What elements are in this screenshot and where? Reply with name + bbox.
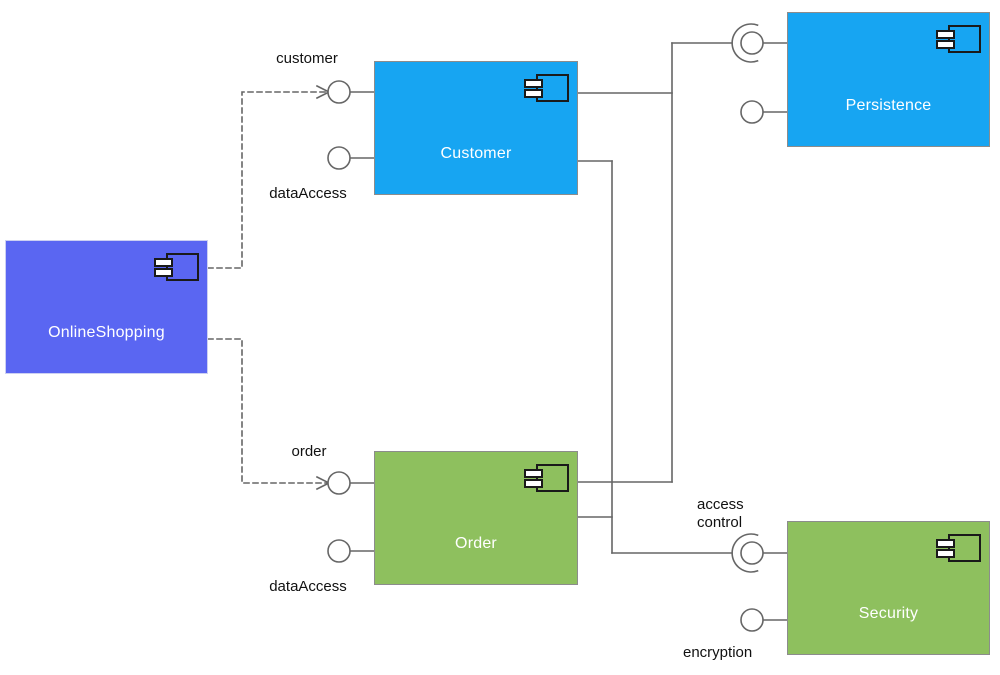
- component-customer-label: Customer: [440, 145, 512, 163]
- port-customer-icon[interactable]: [327, 80, 351, 104]
- component-icon: [936, 25, 981, 53]
- label-order-dataaccess: dataAccess: [269, 578, 347, 595]
- label-encryption: encryption: [683, 644, 753, 661]
- component-icon: [524, 74, 569, 102]
- component-security[interactable]: Security: [787, 521, 990, 655]
- ball-persistence-interface-icon[interactable]: [740, 100, 764, 124]
- component-order-label: Order: [455, 535, 497, 553]
- dependency-onlineshopping-order[interactable]: [207, 338, 329, 484]
- port-order-dataaccess-icon[interactable]: [327, 539, 351, 563]
- component-icon: [154, 253, 199, 281]
- component-persistence-label: Persistence: [845, 97, 932, 115]
- component-persistence[interactable]: Persistence: [787, 12, 990, 147]
- ball-persistence-icon[interactable]: [740, 31, 764, 55]
- component-icon: [524, 464, 569, 492]
- label-order-port: order: [291, 443, 327, 460]
- component-onlineshopping-label: OnlineShopping: [48, 324, 165, 342]
- label-access-control: access control: [697, 496, 744, 531]
- ball-access-control-icon[interactable]: [740, 541, 764, 565]
- ball-encryption-icon[interactable]: [740, 608, 764, 632]
- component-onlineshopping[interactable]: OnlineShopping: [5, 240, 208, 374]
- component-customer[interactable]: Customer: [374, 61, 578, 195]
- socket-access-control-icon[interactable]: [731, 533, 759, 573]
- label-customer-port: customer: [276, 50, 338, 67]
- port-order-icon[interactable]: [327, 471, 351, 495]
- socket-persistence-icon[interactable]: [731, 23, 759, 63]
- component-order[interactable]: Order: [374, 451, 578, 585]
- dependency-onlineshopping-customer[interactable]: [207, 91, 329, 269]
- component-icon: [936, 534, 981, 562]
- component-security-label: Security: [858, 605, 919, 623]
- label-customer-dataaccess: dataAccess: [269, 185, 347, 202]
- port-customer-dataaccess-icon[interactable]: [327, 146, 351, 170]
